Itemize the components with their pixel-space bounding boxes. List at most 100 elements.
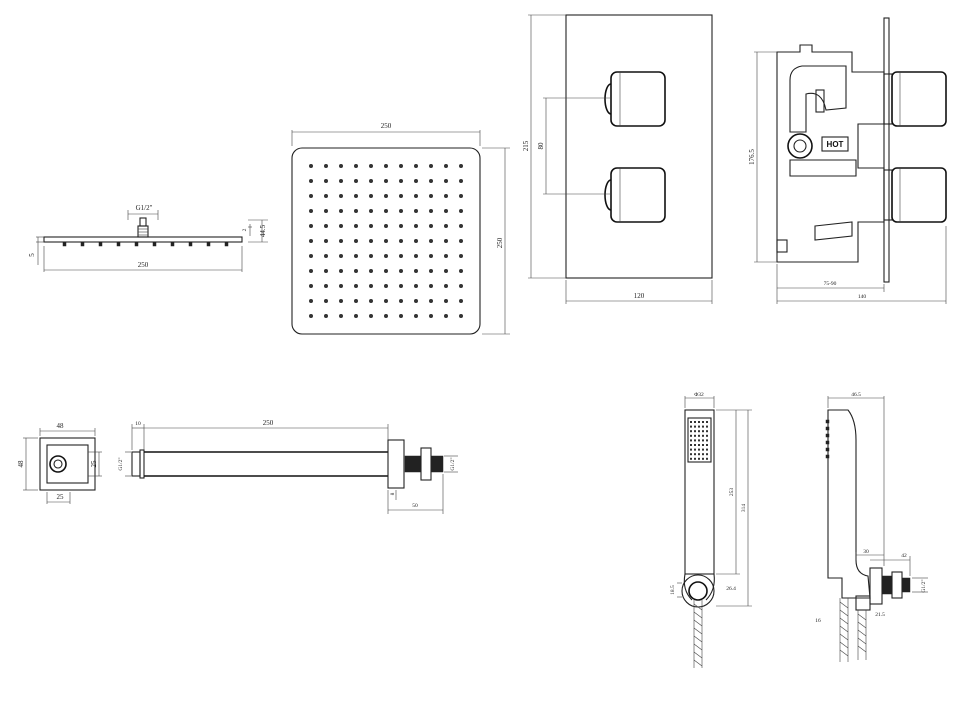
nozzle-hole — [384, 239, 388, 243]
nozzle-hole — [324, 314, 328, 318]
side-offset-dim: 30 — [863, 549, 869, 555]
nozzle-hole — [414, 179, 418, 183]
handset-elbow-left-dim: 18.5 — [670, 585, 676, 595]
nozzle-hole — [414, 224, 418, 228]
nozzle-hole — [414, 194, 418, 198]
nozzle-hole — [309, 194, 313, 198]
nozzle-hole — [309, 179, 313, 183]
nozzle-hole — [444, 224, 448, 228]
nozzle-hole — [339, 299, 343, 303]
nozzle-hole — [384, 194, 388, 198]
nozzle-hole — [414, 284, 418, 288]
nozzle-hole — [444, 299, 448, 303]
handset-nozzle — [706, 430, 708, 433]
handset-elbow-right-dim: 26.4 — [726, 586, 736, 592]
nozzle-hole — [324, 269, 328, 273]
handset-nozzle — [706, 453, 708, 456]
nozzle-hole — [399, 224, 403, 228]
nozzle-hole — [429, 239, 433, 243]
nozzle-hole — [429, 179, 433, 183]
handset-nozzle — [698, 457, 700, 460]
nozzle-hole — [429, 194, 433, 198]
head-small-dim: 2 — [242, 228, 248, 231]
nozzle-hole — [414, 254, 418, 258]
nozzle-hole — [369, 224, 373, 228]
nozzle-hole — [414, 299, 418, 303]
handset-nozzle — [694, 457, 696, 460]
nozzle-hole — [399, 179, 403, 183]
handset-nozzle — [690, 425, 692, 428]
flange-height-dim: 48 — [17, 460, 25, 468]
nozzle-hole — [459, 254, 463, 258]
nozzle-hole — [309, 284, 313, 288]
nozzle-hole — [399, 299, 403, 303]
nozzle-hole — [309, 269, 313, 273]
side-thread-dim: G1/2" — [921, 579, 927, 592]
nozzle-hole — [429, 299, 433, 303]
nozzle-hole — [369, 269, 373, 273]
arm-gap-dim: 8 — [390, 492, 396, 495]
hot-label: HOT — [827, 140, 844, 149]
nozzle-hole — [354, 209, 358, 213]
nozzle-hole — [399, 269, 403, 273]
nozzle-hole — [324, 224, 328, 228]
nozzle-hole — [459, 299, 463, 303]
nozzle-hole — [354, 254, 358, 258]
arm-length-dim: 250 — [263, 419, 274, 427]
handset-nozzle — [694, 434, 696, 437]
handset-nozzle — [702, 434, 704, 437]
nozzle-hole — [324, 194, 328, 198]
handset-nozzle — [698, 421, 700, 423]
nozzle-hole — [399, 164, 403, 168]
nozzle-hole — [444, 179, 448, 183]
handset-nozzle — [694, 425, 696, 428]
handset-nozzle — [706, 444, 708, 446]
side-lh-dim: 21.5 — [875, 612, 885, 618]
nozzle-hole — [309, 299, 313, 303]
nozzle-hole — [429, 314, 433, 318]
handset-nozzle — [698, 430, 700, 433]
side-lw-dim: 16 — [815, 618, 821, 624]
handset-nozzle — [706, 421, 708, 423]
flange-inner-h-dim: 25 — [90, 460, 98, 468]
handset-nozzle — [702, 439, 704, 442]
nozzle-hole — [339, 179, 343, 183]
valve-side-view: HOT 176.5 75-90 140 — [748, 17, 947, 304]
nozzle-hole — [354, 299, 358, 303]
head-height-dim: 44.5 — [259, 224, 267, 237]
nozzle-hole — [339, 239, 343, 243]
nozzle-hole — [429, 284, 433, 288]
nozzle-hole — [399, 284, 403, 288]
top-width-dim: 250 — [381, 122, 392, 130]
handset-nozzle — [702, 453, 704, 456]
handset-total-dim: 314 — [741, 504, 747, 513]
nozzle-hole — [459, 239, 463, 243]
nozzle-hole — [324, 239, 328, 243]
nozzle-hole — [384, 164, 388, 168]
handset-nozzle — [702, 448, 704, 451]
nozzle-hole — [369, 194, 373, 198]
nozzle-hole — [309, 209, 313, 213]
nozzle-hole — [354, 164, 358, 168]
handset-nozzle — [706, 448, 708, 451]
nozzle-hole — [444, 314, 448, 318]
nozzle-hole — [384, 254, 388, 258]
nozzle-hole — [339, 284, 343, 288]
nozzle-hole — [369, 299, 373, 303]
nozzle-hole — [384, 284, 388, 288]
nozzle-hole — [459, 269, 463, 273]
handset-nozzle — [706, 425, 708, 428]
handset-nozzle — [690, 448, 692, 451]
nozzle-hole — [459, 314, 463, 318]
nozzle-hole — [369, 284, 373, 288]
nozzle-hole — [429, 254, 433, 258]
nozzle-hole — [369, 179, 373, 183]
arm-flange: 48 48 25 25 — [17, 422, 102, 504]
handset-nozzle — [698, 434, 700, 437]
handset-nozzle — [702, 430, 704, 433]
handset-nozzle — [694, 421, 696, 423]
nozzle-hole — [354, 179, 358, 183]
handset-nozzle — [706, 457, 708, 460]
nozzle-hole — [414, 164, 418, 168]
handset-nozzle — [698, 453, 700, 456]
